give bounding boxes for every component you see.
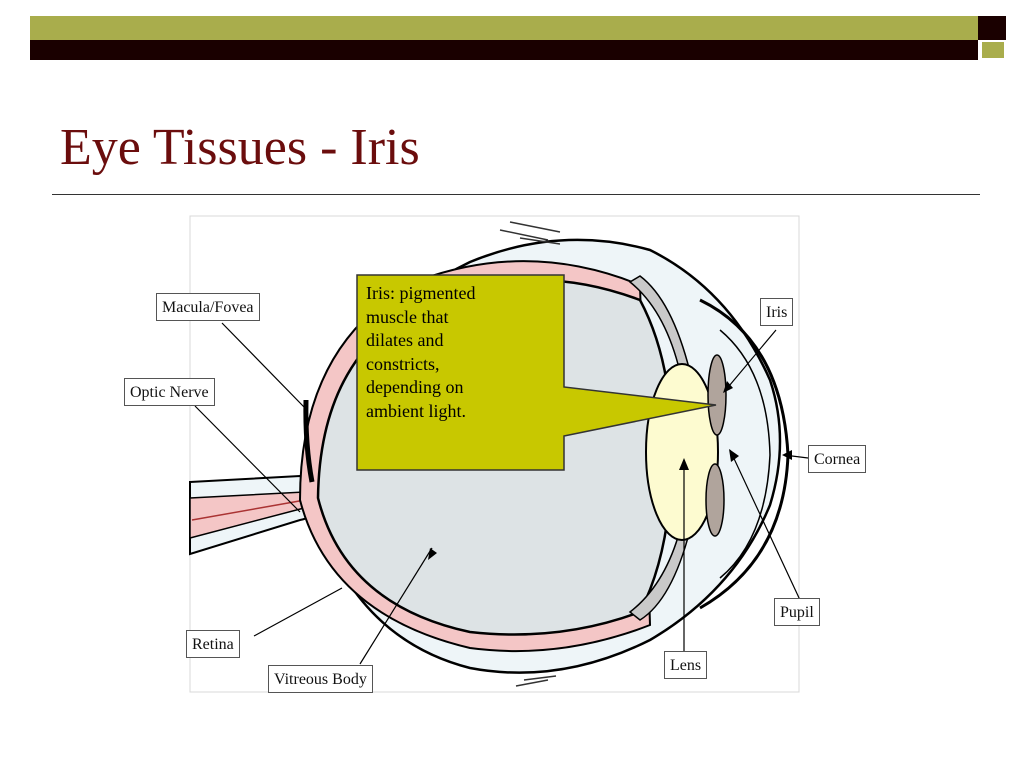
bottom-hatch <box>515 675 557 687</box>
callout-line: constricts, <box>366 353 440 374</box>
macula-band <box>303 399 315 483</box>
callout-line: muscle that <box>366 306 449 327</box>
label-pupil: Pupil <box>774 598 820 626</box>
optic-nerve-vessel <box>191 499 306 521</box>
iris-leader <box>723 329 777 393</box>
pupil-arrowhead <box>729 449 739 462</box>
callout-line: dilates and <box>366 330 444 350</box>
iris-bottom <box>705 463 725 537</box>
lens-arrowhead <box>679 458 689 470</box>
label-cornea: Cornea <box>808 445 867 473</box>
cornea-inner <box>719 329 771 579</box>
vitreous-arrowhead <box>428 548 437 560</box>
band-end-dark-block <box>978 16 1006 40</box>
cornea-arrowhead <box>782 450 792 460</box>
top-hatch <box>499 221 561 245</box>
band-olive-stripe <box>30 16 978 40</box>
pupil-leader <box>729 449 801 601</box>
macula-leader <box>221 322 306 409</box>
retina-leader <box>253 587 343 637</box>
label-lens: Lens <box>664 651 708 679</box>
callout-text: Iris: pigmented muscle that dilates and … <box>366 282 560 423</box>
iris-arrowhead <box>723 381 733 393</box>
iris-top <box>707 354 727 436</box>
top-decorative-band <box>30 16 1024 60</box>
label-retina: Retina <box>186 630 240 658</box>
callout-line: depending on <box>366 377 464 397</box>
label-vitreous-body: Vitreous Body <box>268 665 373 693</box>
band-dark-stripe <box>30 40 978 60</box>
title-rule <box>52 194 980 195</box>
page-title: Eye Tissues - Iris <box>60 119 420 176</box>
label-macula-fovea: Macula/Fovea <box>156 293 260 321</box>
label-iris: Iris <box>760 298 794 326</box>
callout-line: Iris: pigmented <box>366 283 476 303</box>
vitreous-leader <box>359 547 433 665</box>
band-end-olive-block <box>982 42 1004 58</box>
callout-balloon <box>356 274 717 471</box>
callout-line: ambient light. <box>366 400 466 421</box>
label-optic-nerve: Optic Nerve <box>124 378 215 406</box>
optic-nerve-leader <box>194 405 301 513</box>
